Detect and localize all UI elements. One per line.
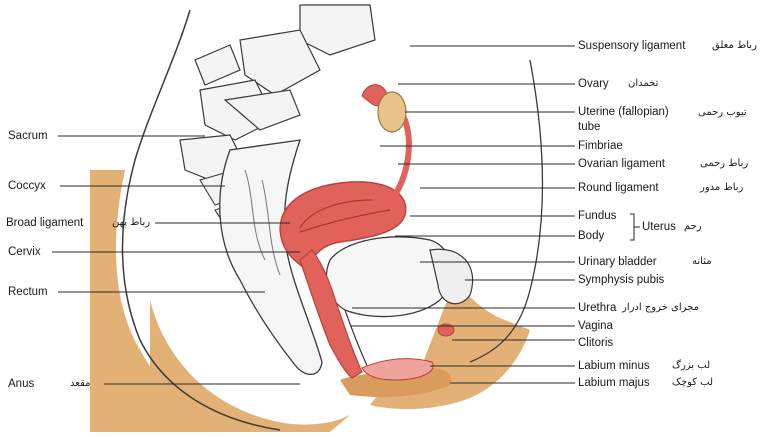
label-round-ligament: Round ligament [578, 181, 659, 195]
label-vagina: Vagina [578, 319, 613, 333]
label-labium-majus-fa: لب کوچک [672, 377, 713, 389]
label-suspensory-ligament-fa: رباط معلق [712, 40, 757, 52]
label-broad-ligament: Broad ligament [6, 216, 83, 230]
label-labium-majus: Labium majus [578, 376, 650, 390]
label-coccyx: Coccyx [8, 179, 46, 193]
label-cervix: Cervix [8, 245, 41, 259]
label-uterus-fa: رحم [684, 221, 702, 233]
label-sacrum: Sacrum [8, 129, 48, 143]
bladder-shape [326, 237, 451, 317]
uterus-bracket [630, 214, 640, 240]
label-broad-ligament-fa: رباط پهن [112, 217, 150, 229]
label-fundus: Fundus [578, 209, 616, 223]
label-labium-minus-fa: لب بزرگ [672, 360, 710, 372]
ovary-shape [378, 92, 406, 132]
label-urinary-bladder-fa: مثانه [692, 256, 712, 268]
label-uterine-tube-fa: تیوب رحمی [698, 107, 747, 119]
label-suspensory-ligament: Suspensory ligament [578, 39, 685, 53]
label-ovarian-ligament: Ovarian ligament [578, 157, 665, 171]
label-uterine-tube: Uterine (fallopian) [578, 105, 669, 119]
label-symphysis-pubis: Symphysis pubis [578, 273, 664, 287]
label-urethra-fa: مجرای خروج ادرار [622, 302, 699, 314]
label-uterine-tube-2: tube [578, 120, 600, 134]
label-urethra: Urethra [578, 301, 616, 315]
label-uterus: Uterus [642, 220, 676, 234]
label-rectum: Rectum [8, 285, 48, 299]
label-body: Body [578, 229, 604, 243]
label-round-ligament-fa: رباط مدور [700, 182, 743, 194]
label-anus: Anus [8, 377, 34, 391]
label-labium-minus: Labium minus [578, 359, 650, 373]
label-anus-fa: مقعد [70, 378, 91, 390]
label-fimbriae: Fimbriae [578, 139, 623, 153]
label-ovary: Ovary [578, 77, 609, 91]
label-ovary-fa: تخمدان [628, 78, 658, 90]
label-clitoris: Clitoris [578, 336, 613, 350]
label-ovarian-ligament-fa: رباط رحمی [700, 158, 748, 170]
label-urinary-bladder: Urinary bladder [578, 255, 657, 269]
